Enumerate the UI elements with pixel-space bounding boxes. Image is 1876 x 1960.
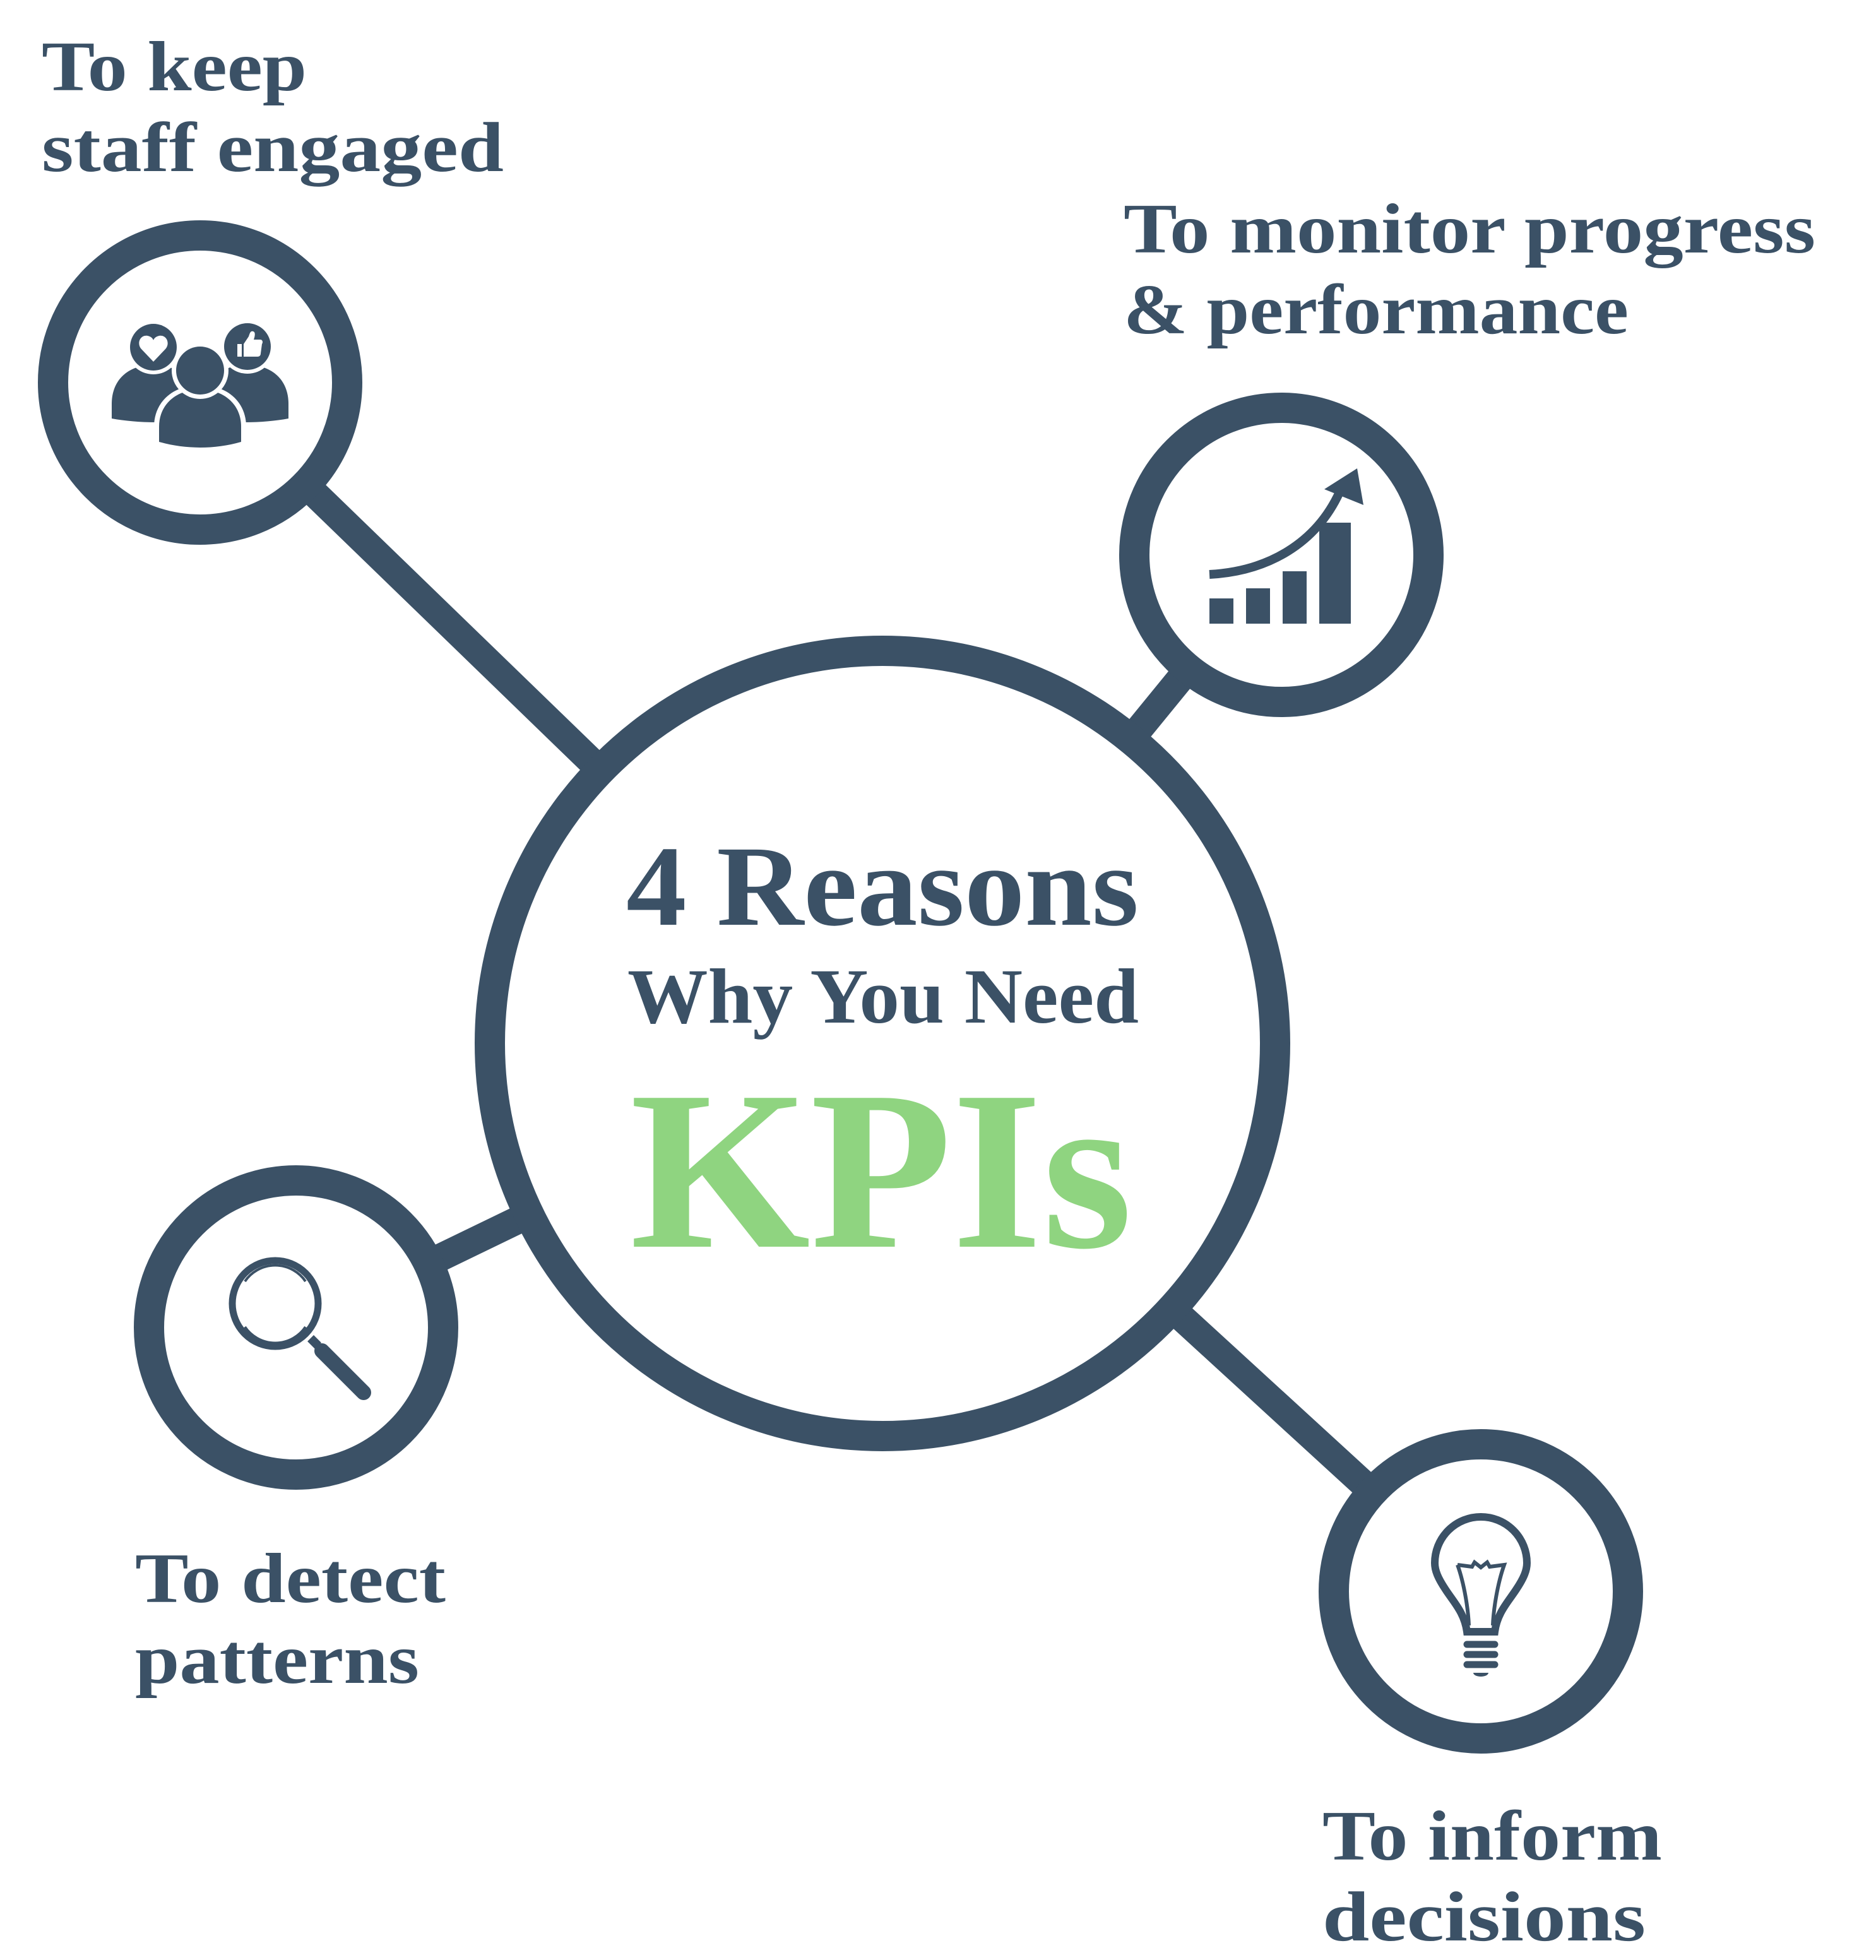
center-title-kpis: KPIs — [630, 1044, 1132, 1296]
reason-engaged-line1: To keep — [42, 28, 307, 106]
reason-patterns-line2: patterns — [135, 1620, 419, 1699]
center-circle — [475, 636, 1290, 1451]
reason-progress-line2: & performance — [1124, 271, 1629, 349]
growth-chart-icon — [1209, 468, 1363, 624]
reason-engaged-line2: staff engaged — [42, 109, 504, 187]
center-title-line2: Why You Need — [627, 953, 1139, 1040]
people-engagement-icon — [112, 319, 288, 448]
reason-patterns-line1: To detect — [135, 1540, 446, 1618]
node-circle-patterns — [134, 1165, 458, 1490]
reason-progress-line1: To monitor progress — [1124, 190, 1815, 268]
node-circle-decisions — [1319, 1429, 1643, 1754]
lightbulb-icon — [1430, 1513, 1531, 1677]
center-title-line1: 4 Reasons — [626, 823, 1139, 950]
reason-decisions-line1: To inform — [1322, 1797, 1662, 1875]
reason-decisions-line2: decisions — [1322, 1878, 1646, 1956]
magnifier-icon — [229, 1257, 371, 1400]
